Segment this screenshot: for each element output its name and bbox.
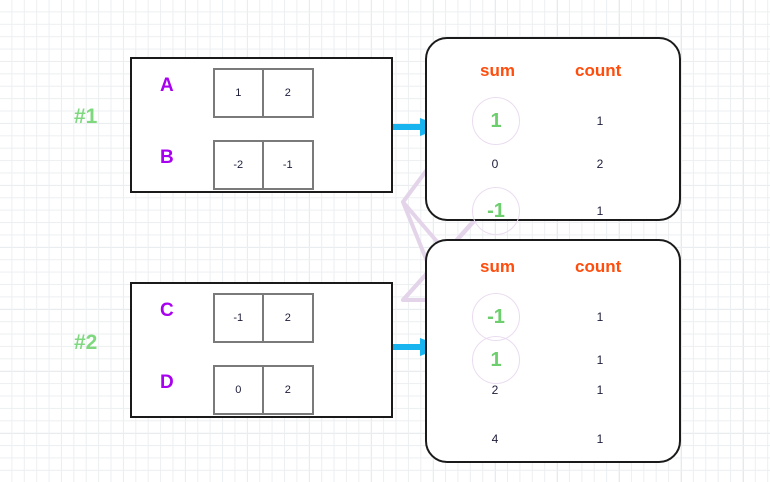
agg-table-2-row-2-count: 1 [596, 383, 604, 397]
agg-table-1-row-2-count: 1 [596, 204, 604, 218]
agg-table-2-header-sum: sum [480, 257, 515, 276]
cell-pair-d: 0 2 [213, 365, 314, 415]
partition-tag-2: #2 [74, 331, 98, 354]
partition-tag-1: #1 [74, 105, 98, 128]
agg-table-1-row-1-sum: 0 [491, 157, 499, 171]
agg-table-2-row-1-count: 1 [596, 353, 604, 367]
agg-table-2-row-3-sum: 4 [491, 432, 499, 446]
cell-pair-b: -2 -1 [213, 140, 314, 190]
row-label-c: C [160, 300, 174, 321]
agg-table-2-row-3-count: 1 [596, 432, 604, 446]
aggregation-table-1: sum count 1 1 0 2 -1 1 [425, 37, 681, 235]
row-label-a: A [160, 75, 174, 96]
cell-d-value: 2 [284, 384, 291, 396]
cell-a-value: 2 [284, 87, 291, 99]
cell-a-key: 1 [215, 70, 264, 116]
partition-box-1: A 1 2 B -2 -1 [130, 57, 393, 193]
partition-box-2: C -1 2 D 0 2 [130, 282, 393, 418]
row-label-b: B [160, 147, 174, 168]
agg-table-1-row-1-count: 2 [596, 157, 604, 171]
row-label-d: D [160, 372, 174, 393]
cell-pair-c: -1 2 [213, 293, 314, 343]
cell-c-value: 2 [284, 312, 291, 324]
agg-table-2-row-2-sum: 2 [491, 383, 499, 397]
agg-table-1-header-count: count [575, 61, 622, 80]
agg-table-2-row-0-count: 1 [596, 310, 604, 324]
agg-table-1-row-2-sum: -1 [472, 187, 520, 235]
cell-d-key: 0 [215, 367, 264, 413]
agg-table-2-row-1-sum: 1 [472, 336, 520, 384]
agg-table-1-row-0-count: 1 [596, 114, 604, 128]
aggregation-table-2: sum count -1 1 1 1 2 1 4 1 [425, 239, 681, 463]
cell-b-key: -2 [215, 142, 264, 188]
cell-pair-a: 1 2 [213, 68, 314, 118]
agg-table-2-row-0-sum: -1 [472, 293, 520, 341]
agg-table-1-row-0-sum: 1 [472, 97, 520, 145]
cell-b-value: -1 [282, 159, 293, 171]
cell-c-key: -1 [215, 295, 264, 341]
agg-table-2-header-count: count [575, 257, 622, 276]
agg-table-1-header-sum: sum [480, 61, 515, 80]
